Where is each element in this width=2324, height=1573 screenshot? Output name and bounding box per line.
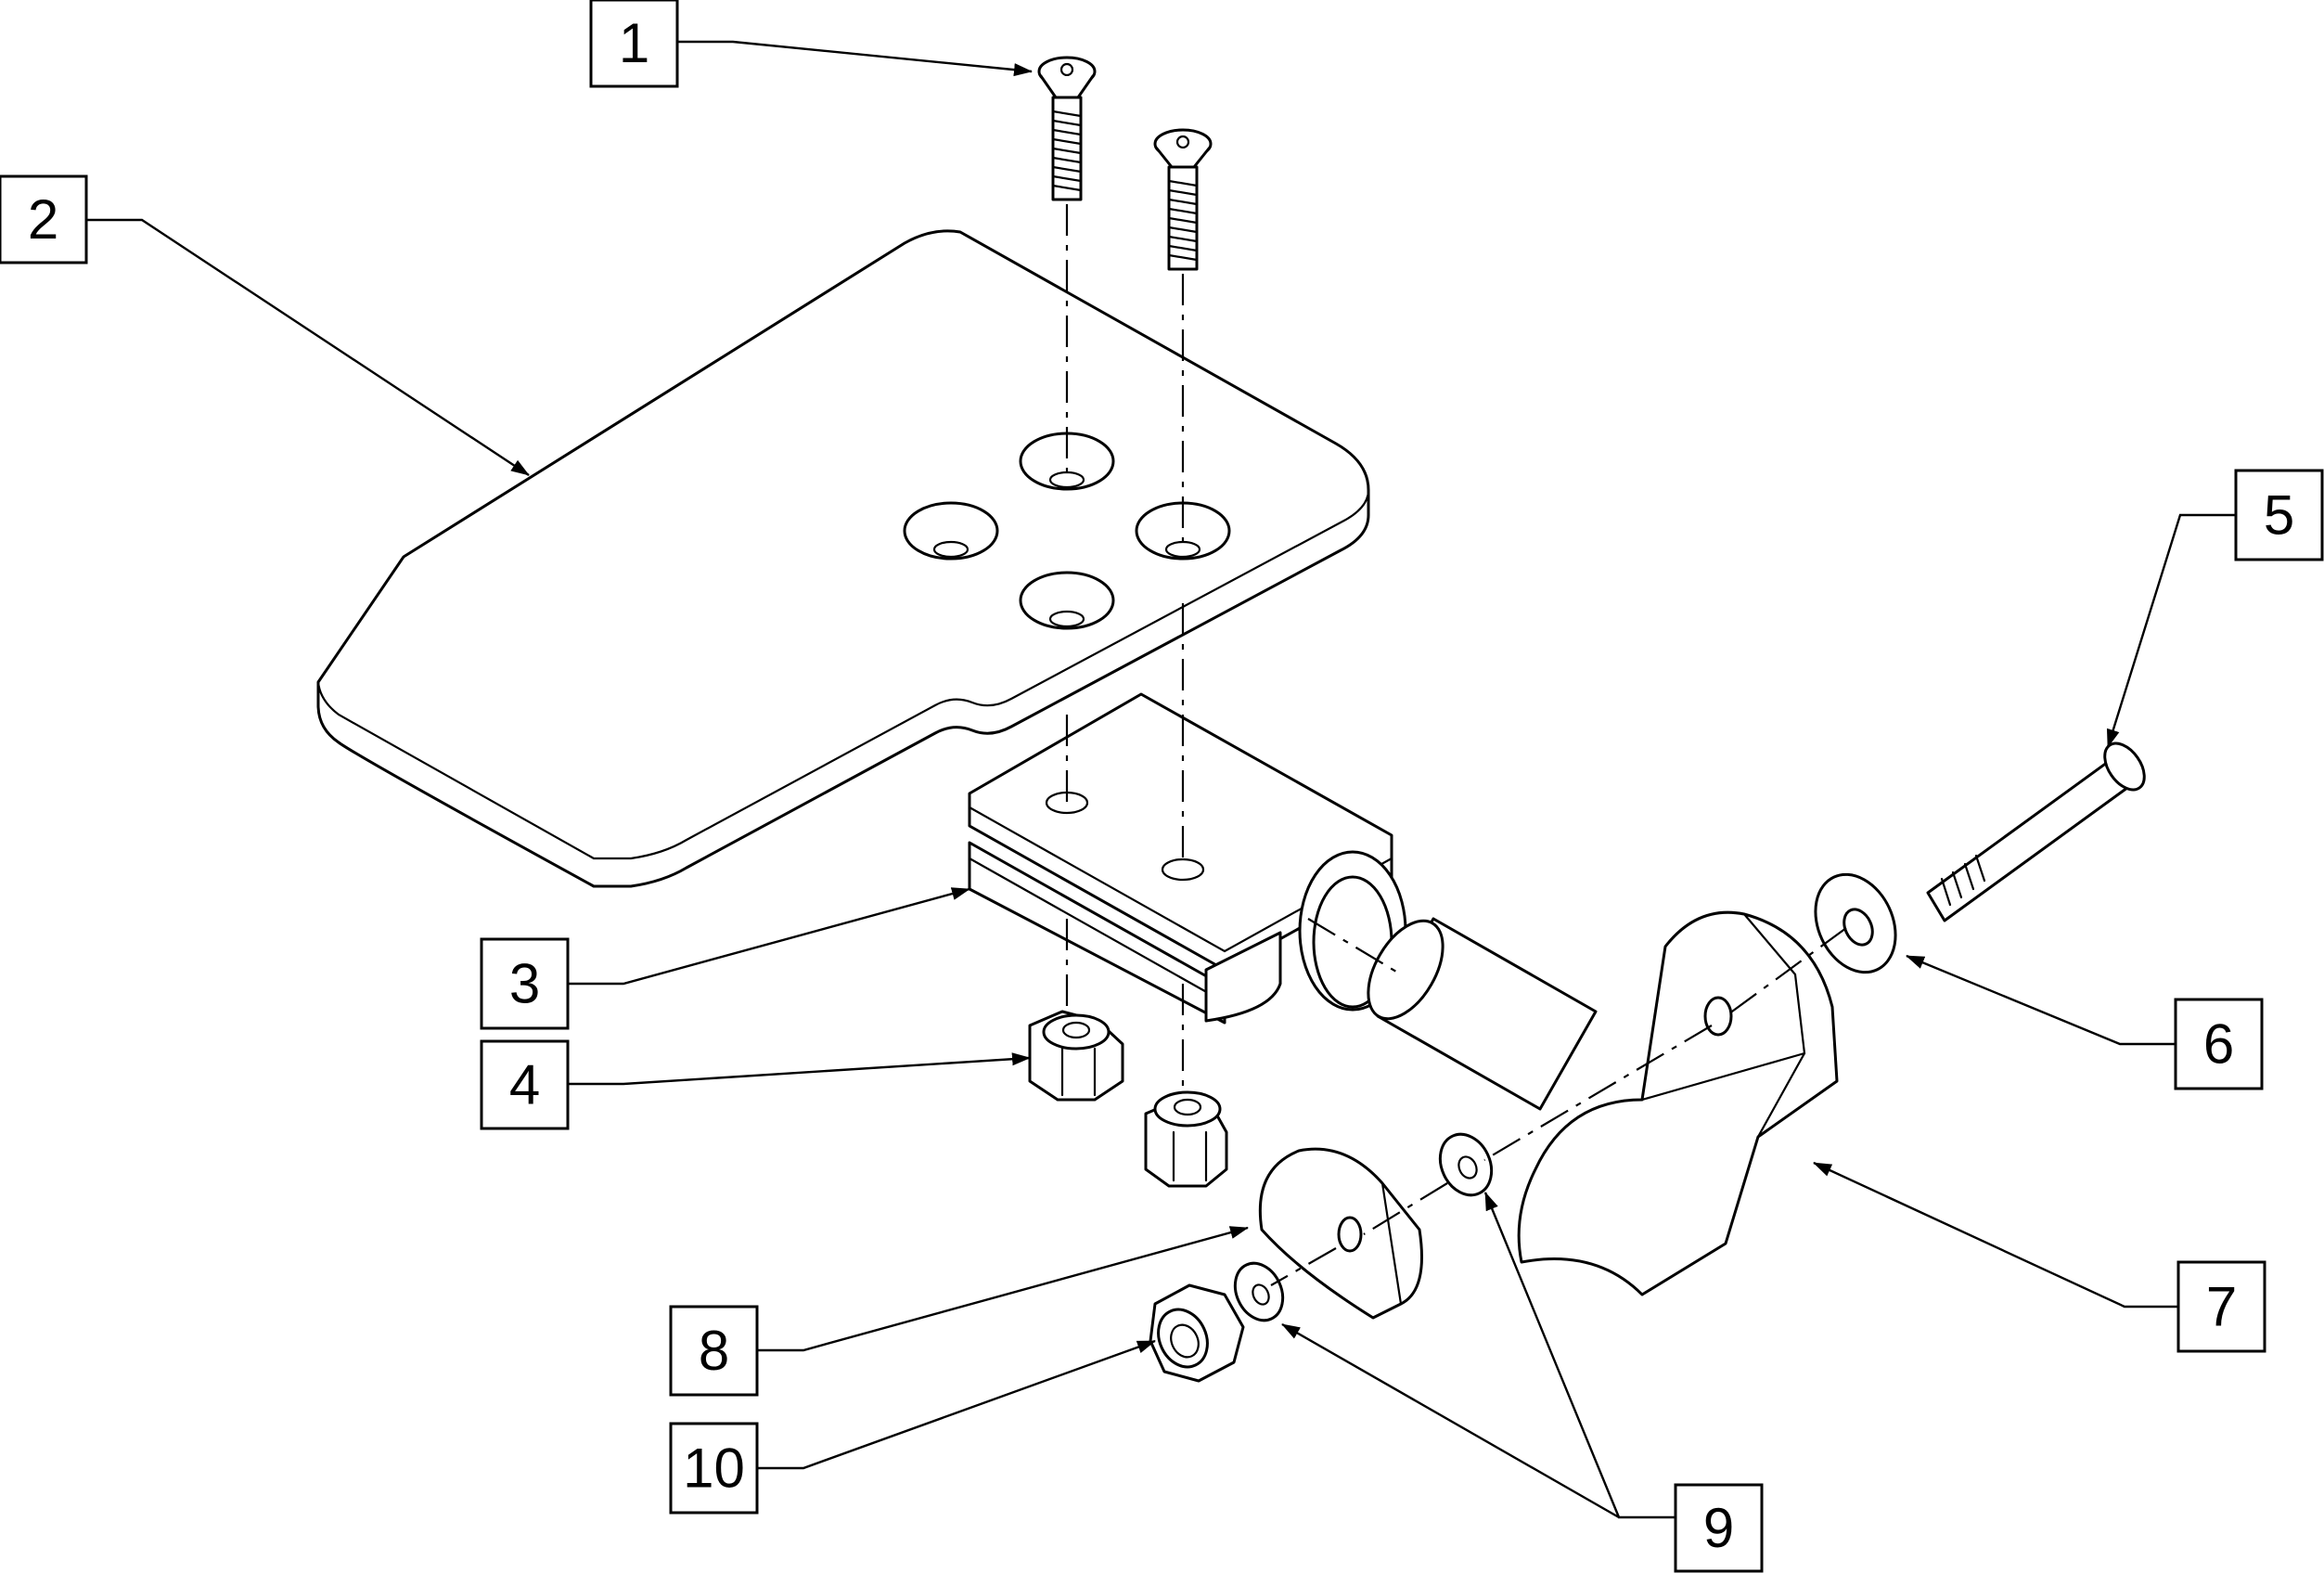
callout-2: 2 — [0, 174, 88, 264]
leader-lines — [86, 40, 2236, 1519]
callout-6: 6 — [2174, 998, 2264, 1090]
callout-10-label: 10 — [683, 1438, 745, 1500]
callout-6-label: 6 — [2203, 1013, 2234, 1076]
callout-9: 9 — [1674, 1483, 1764, 1573]
callout-1: 1 — [589, 0, 679, 88]
callout-8-label: 8 — [699, 1320, 729, 1382]
large-washer — [1814, 872, 1897, 974]
plate-hole-right — [1135, 501, 1231, 561]
callout-3-label: 3 — [509, 953, 540, 1015]
flat-head-screw-right — [1153, 128, 1213, 271]
lock-nut-left — [1028, 1010, 1124, 1102]
callout-5-label: 5 — [2264, 484, 2294, 547]
callout-7-label: 7 — [2206, 1276, 2237, 1338]
callout-4-label: 4 — [509, 1054, 540, 1116]
flat-head-screw-left — [1037, 56, 1097, 201]
callout-8: 8 — [669, 1305, 759, 1397]
centerlines — [1065, 204, 1847, 1286]
plate-hole-left — [903, 501, 999, 561]
small-washer-upper — [1438, 1132, 1494, 1197]
callout-9-label: 9 — [1703, 1497, 1734, 1559]
callout-5: 5 — [2234, 469, 2324, 561]
lock-nut-right — [1144, 1090, 1228, 1188]
callout-7: 7 — [2176, 1260, 2266, 1353]
callout-4: 4 — [480, 1039, 570, 1130]
callout-3: 3 — [480, 937, 570, 1030]
callout-2-label: 2 — [28, 188, 58, 251]
plate-hole-bottom — [1019, 571, 1115, 630]
spacer-block — [1258, 1147, 1423, 1320]
shoulder-bolt — [1926, 741, 2146, 922]
small-washer-lower — [1233, 1261, 1285, 1322]
hex-nut — [1149, 1283, 1245, 1383]
callout-10: 10 — [669, 1422, 759, 1515]
clamp-block — [968, 692, 1407, 1025]
callout-1-label: 1 — [619, 12, 649, 74]
tube-sleeve — [1367, 917, 1598, 1111]
foot-plate — [316, 229, 1370, 888]
hanger-body — [1517, 910, 1839, 1296]
